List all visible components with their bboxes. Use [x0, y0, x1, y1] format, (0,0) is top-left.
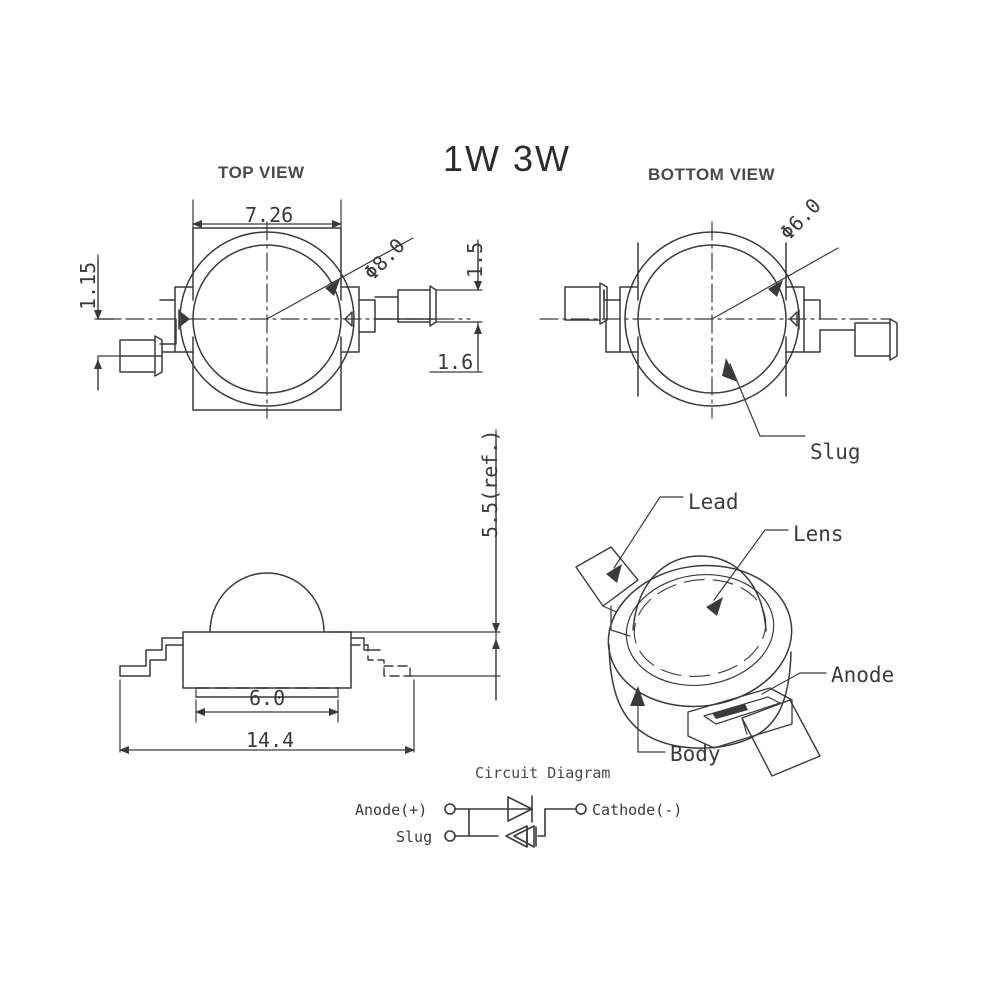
circuit-diagram-title: Circuit Diagram [475, 764, 611, 782]
callout-lens: Lens [793, 522, 844, 546]
bottom-view-geometry [539, 221, 898, 437]
circuit-diagram-geometry [444, 795, 587, 848]
callout-lead: Lead [688, 490, 739, 514]
bottom-view-title: BOTTOM VIEW [648, 165, 776, 184]
side-view-geometry [119, 429, 501, 754]
callout-anode: Anode [831, 663, 895, 687]
page-title: 1W 3W [443, 138, 572, 179]
callout-slug: Slug [810, 440, 861, 464]
top-view-title: TOP VIEW [218, 163, 305, 182]
top-view-geometry [94, 199, 483, 419]
circuit-terminal-anode: Anode(+) [355, 801, 428, 819]
dim-lead-right-width: 1.6 [437, 350, 474, 374]
circuit-terminal-cathode: Cathode(-) [592, 801, 683, 819]
dim-body-width: 6.0 [249, 686, 286, 710]
perspective-view-geometry [575, 496, 827, 777]
circuit-terminal-slug: Slug [396, 828, 433, 846]
